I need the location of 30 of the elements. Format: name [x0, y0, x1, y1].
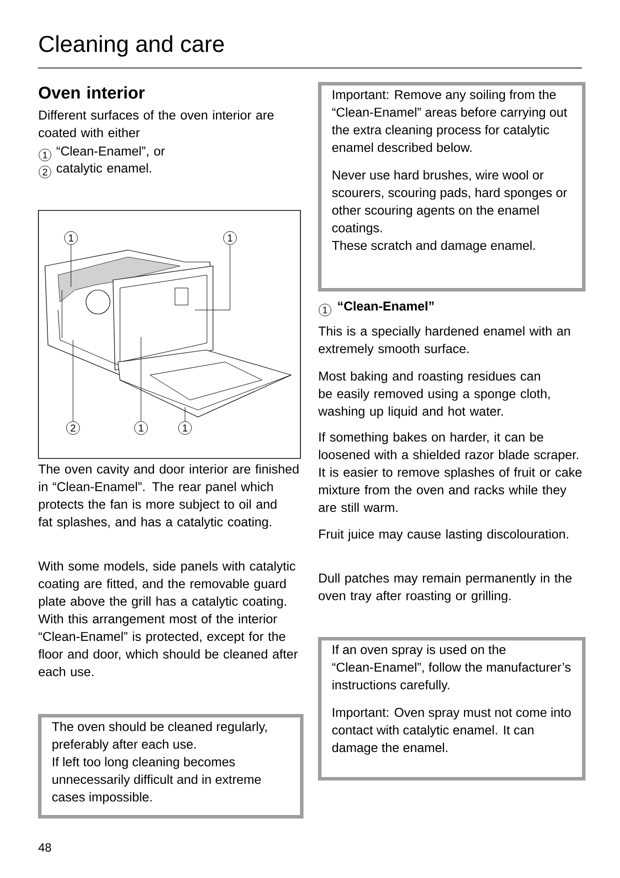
callout-number: 1 [223, 231, 237, 245]
callout-number: 2 [38, 166, 52, 178]
callout-number: 1 [64, 231, 78, 245]
body-text: catalytic enamel. [56, 163, 152, 176]
body-text: This is a specially hardened enamel with an extremely smooth surface. [318, 326, 570, 356]
note-box: If an oven spray is used on the “Clean-Enamel”, follow the manufacturer’s instructions carefully. Important: Oven spray must not come into contact with catalytic enamel. It can damage the enamel. [318, 637, 586, 780]
callout-number: 1 [134, 421, 148, 435]
leader-line [72, 340, 74, 422]
body-text: Dull patches may remain permanently in the oven tray after roasting or grilling. [318, 573, 572, 603]
callout-number: 1 [178, 421, 192, 435]
note-box: Important: Remove any soiling from the “Clean-Enamel” areas before carrying out the extra cleaning process for catalytic enamel described below. Never use hard brushes, wire wool or scourers, scouring pads, hard sponges or other scouring agents on the enamel coatings. These scratch and damage enamel. [318, 82, 586, 292]
page-number: 48 [38, 843, 52, 852]
callout-number: 1 [318, 304, 332, 316]
leader-line [194, 244, 230, 310]
body-text: “Clean-Enamel”, or [56, 146, 165, 158]
body-text: Different surfaces of the oven interior are coated with either [38, 110, 274, 138]
body-text: Most baking and roasting residues can be easily removed using a sponge cloth, washing up liquid and hot water. [318, 371, 550, 418]
callout-number: 1 [38, 148, 52, 162]
leader-line [140, 336, 142, 422]
leader-line [70, 244, 72, 288]
page-title: Cleaning and care [39, 35, 224, 57]
callout-number: 2 [66, 421, 80, 435]
note-box: The oven should be cleaned regularly, preferably after each use. If left too long cleaning becomes unnecessarily difficult and in extreme cases impossible. [38, 714, 304, 818]
body-text: Fruit juice may cause lasting discolouration. [319, 529, 568, 542]
body-text: If something bakes on harder, it can be loosened with a shielded razor blade scraper. It is easier to remove splashes of fruit or cake mixture from the oven and racks while they are still warm. [318, 432, 582, 512]
illustration-frame [38, 210, 301, 459]
leader-line [184, 406, 186, 422]
body-text: The oven cavity and door interior are finished in “Clean-Enamel”. The rear panel which protects the fan is more subject to oil and fat splashes, and has a catalytic coating. [38, 464, 298, 529]
body-text: With some models, side panels with catalytic coating are fitted, and the removable guard plate above the grill has a catalytic coating. With this arrangement most of the interior “Clean-Enamel” is protected, except for the floor and door, which should be cleaned after each use. [38, 561, 298, 676]
section-heading: Oven interior [38, 86, 145, 99]
